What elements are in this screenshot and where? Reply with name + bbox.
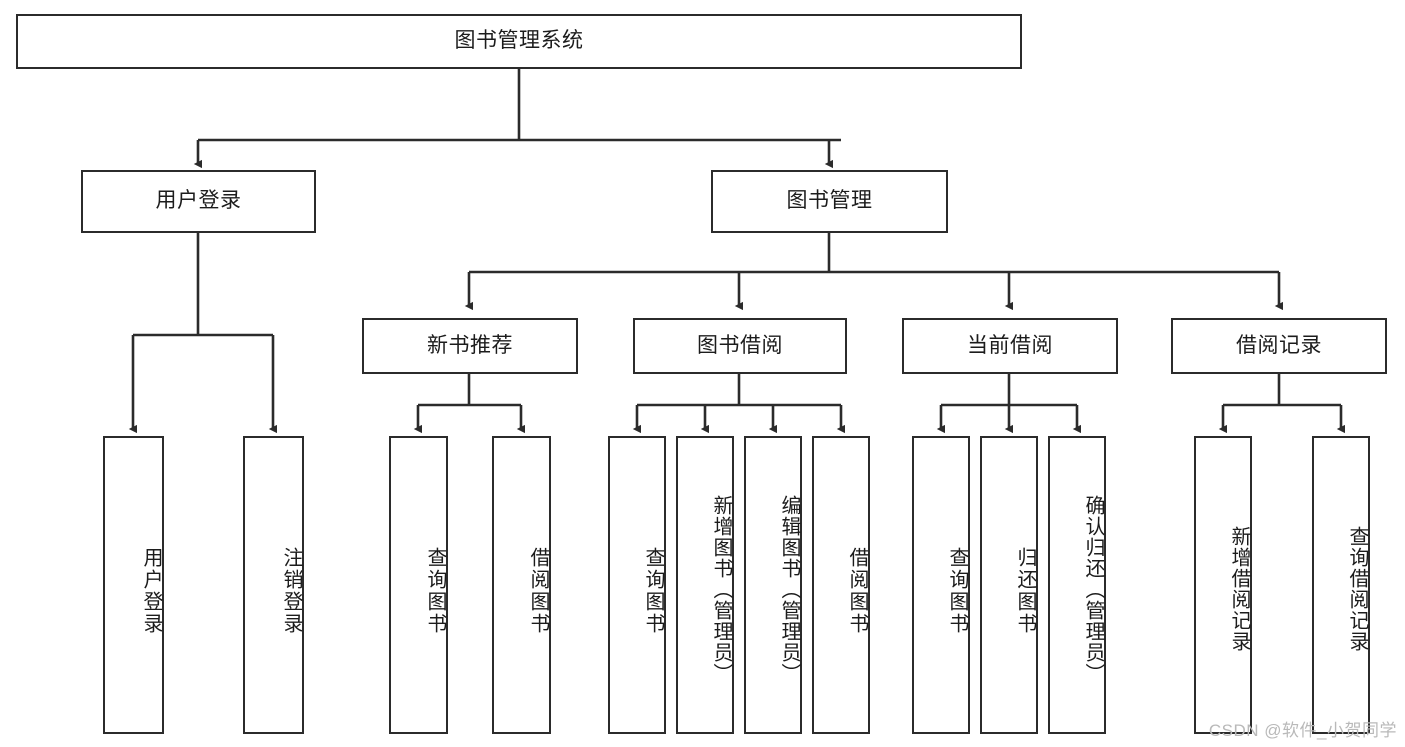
leaf-user-login-login[interactable]: 用户登录 [103, 436, 164, 734]
node-label: 借阅图书 [846, 547, 868, 635]
leaf-user-login-logout[interactable]: 注销登录 [243, 436, 304, 734]
node-label: 查询图书 [424, 547, 446, 635]
node-label: 当前借阅 [967, 333, 1053, 357]
node-label: 编辑图书（管理员） [778, 494, 800, 684]
leaf-book-borrow-edit-book-admin[interactable]: 编辑图书（管理员） [744, 436, 802, 734]
node-book-borrow[interactable]: 图书借阅 [633, 318, 847, 374]
leaf-book-borrow-add-book-admin[interactable]: 新增图书（管理员） [676, 436, 734, 734]
node-label: 借阅图书 [527, 547, 549, 635]
node-borrow-records[interactable]: 借阅记录 [1171, 318, 1387, 374]
leaf-current-borrow-confirm-return-admin[interactable]: 确认归还（管理员） [1048, 436, 1106, 734]
leaf-book-borrow-query-book[interactable]: 查询图书 [608, 436, 666, 734]
node-label: 新增借阅记录 [1228, 526, 1250, 652]
node-label: 查询图书 [946, 547, 968, 635]
leaf-current-borrow-query-book[interactable]: 查询图书 [912, 436, 970, 734]
leaf-new-book-query-book[interactable]: 查询图书 [389, 436, 448, 734]
node-root-book-management-system[interactable]: 图书管理系统 [16, 14, 1022, 69]
node-new-book-recommend[interactable]: 新书推荐 [362, 318, 578, 374]
leaf-borrow-records-add-record[interactable]: 新增借阅记录 [1194, 436, 1252, 734]
node-label: 用户登录 [155, 189, 242, 213]
leaf-new-book-borrow-book[interactable]: 借阅图书 [492, 436, 551, 734]
node-label: 查询借阅记录 [1346, 526, 1368, 652]
node-label: 图书借阅 [697, 333, 783, 357]
csdn-watermark: CSDN @软件_小贺同学 [1208, 721, 1397, 740]
node-label: 新增图书（管理员） [710, 494, 732, 684]
node-label: 图书管理系统 [454, 29, 584, 53]
leaf-current-borrow-return-book[interactable]: 归还图书 [980, 436, 1038, 734]
node-label: 归还图书 [1014, 547, 1036, 635]
node-label: 查询图书 [642, 547, 664, 635]
node-book-management[interactable]: 图书管理 [711, 170, 948, 233]
node-user-login[interactable]: 用户登录 [81, 170, 316, 233]
leaf-book-borrow-borrow-book[interactable]: 借阅图书 [812, 436, 870, 734]
leaf-borrow-records-query-record[interactable]: 查询借阅记录 [1312, 436, 1370, 734]
node-label: 用户登录 [140, 547, 162, 635]
node-label: 图书管理 [786, 189, 873, 213]
node-current-borrow[interactable]: 当前借阅 [902, 318, 1118, 374]
node-label: 确认归还（管理员） [1082, 494, 1104, 684]
node-label: 注销登录 [280, 547, 302, 635]
node-label: 借阅记录 [1236, 333, 1322, 357]
node-label: 新书推荐 [427, 333, 513, 357]
